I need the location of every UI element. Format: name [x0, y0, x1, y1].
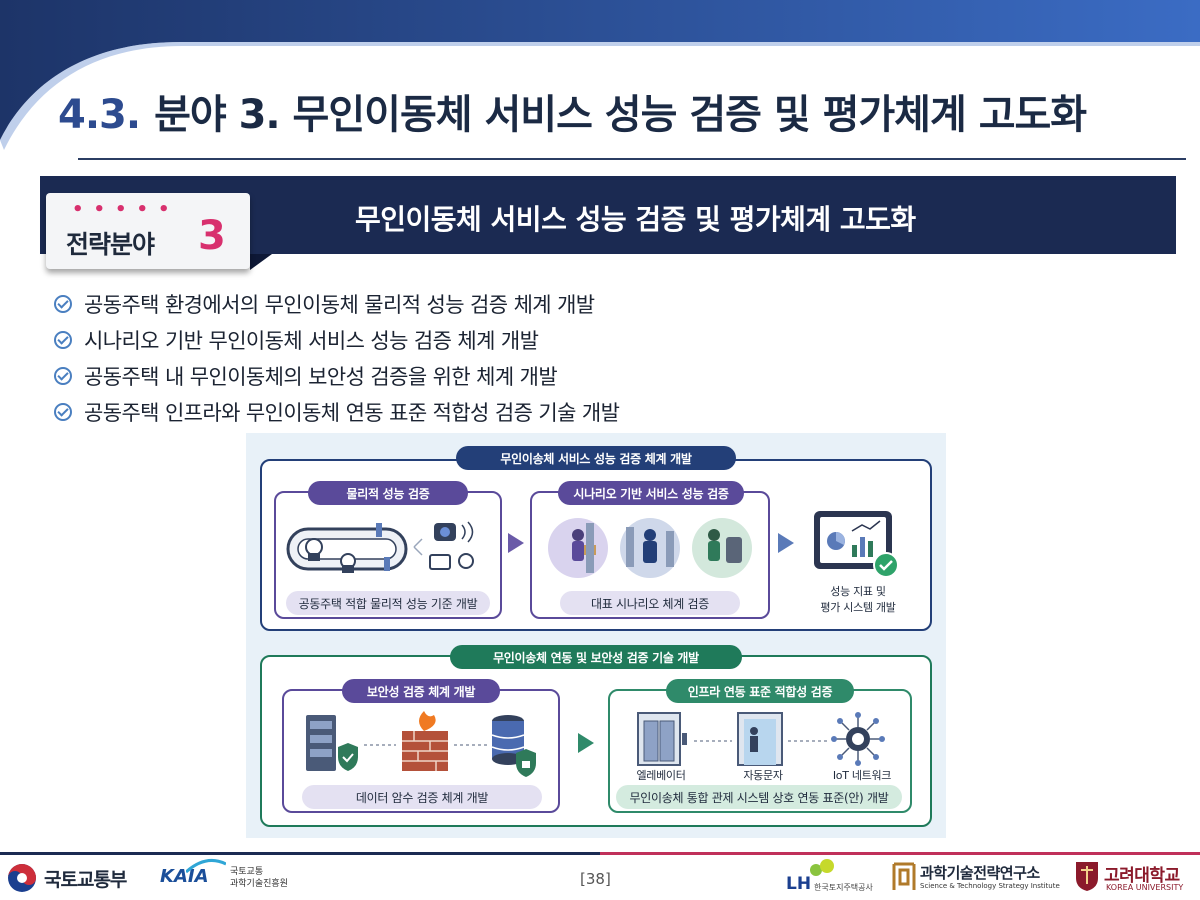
org-kaia-logo: KAIA: [160, 866, 209, 887]
infra-title: 인프라 연동 표준 적합성 검증: [666, 679, 854, 703]
lh-dots-icon: [810, 859, 834, 876]
tag-dots: •••••: [72, 199, 180, 220]
bullet-item: 공동주택 환경에서의 무인이동체 물리적 성능 검증 체계 개발: [54, 286, 954, 322]
scenario-title: 시나리오 기반 서비스 성능 검증: [558, 481, 744, 505]
security-icons: [306, 711, 536, 777]
check-circle-icon: [54, 403, 72, 421]
page-title: 4.3. 분야 3. 무인이동체 서비스 성능 검증 및 평가체계 고도화: [58, 82, 1087, 140]
security-caption: 데이터 암수 검증 체계 개발: [302, 785, 542, 809]
footer: 국토교통부 KAIA 국토교통 과학기술진흥원 [38] LH 한국토지주택공사…: [0, 856, 1200, 900]
taegeuk-logo-icon: [8, 864, 36, 892]
footer-line-red: [600, 852, 1200, 855]
org-ku-sub: KOREA UNIVERSITY: [1106, 883, 1184, 892]
org-molit: 국토교통부: [44, 869, 127, 891]
security-title: 보안성 검증 체계 개발: [342, 679, 500, 703]
bullet-item: 시나리오 기반 무인이동체 서비스 성능 검증 체계 개발: [54, 322, 954, 358]
check-circle-icon: [54, 295, 72, 313]
result-caption-1: 성능 지표 및: [830, 585, 886, 598]
scenario-caption: 대표 시나리오 체계 검증: [560, 591, 740, 615]
banner-title: 무인이동체 서비스 성능 검증 및 평가체계 고도화: [355, 203, 916, 236]
bullet-item: 공동주택 내 무인이동체의 보안성 검증을 위한 체계 개발: [54, 358, 954, 394]
banner-fold: [250, 254, 272, 270]
infra-icons: [637, 712, 885, 766]
section-title: 분야 3. 무인이동체 서비스 성능 검증 및 평가체계 고도화: [154, 92, 1087, 138]
page-number: [38]: [580, 870, 611, 888]
stsi-logo-icon: [892, 862, 916, 890]
infra-item-elevator: 엘레베이터: [636, 769, 686, 782]
kaia-swoosh-icon: [186, 858, 226, 874]
arrow-right-icon: [778, 533, 794, 553]
strategy-tag: ••••• 전략분야 3: [46, 193, 250, 269]
infographic: 무인이송체 서비스 성능 검증 체계 개발 물리적 성능 검증 공동주택 적합 …: [246, 433, 946, 838]
scenario-people-icon: [548, 518, 752, 578]
infra-item-auto-door: 자동문자: [743, 769, 783, 782]
header-swoosh: [0, 0, 1200, 150]
bullet-item: 공동주택 인프라와 무인이동체 연동 표준 적합성 검증 기술 개발: [54, 394, 954, 430]
tablet-chart-icon: [814, 511, 899, 578]
check-circle-icon: [54, 367, 72, 385]
bullet-text: 시나리오 기반 무인이동체 서비스 성능 검증 체계 개발: [84, 329, 539, 353]
check-circle-icon: [54, 331, 72, 349]
bullet-text: 공동주택 인프라와 무인이동체 연동 표준 적합성 검증 기술 개발: [84, 401, 620, 425]
bullet-list: 공동주택 환경에서의 무인이동체 물리적 성능 검증 체계 개발 시나리오 기반…: [54, 286, 954, 430]
korea-univ-crest-icon: [1076, 862, 1098, 891]
physical-title: 물리적 성능 검증: [308, 481, 468, 505]
org-lh-logo: LH: [786, 874, 812, 894]
title-divider: [78, 158, 1186, 160]
tag-number: 3: [198, 213, 226, 259]
bullet-text: 공동주택 내 무인이동체의 보안성 검증을 위한 체계 개발: [84, 365, 558, 389]
infra-item-iot: IoT 네트워크: [832, 769, 892, 782]
org-ku-name: 고려대학교: [1104, 866, 1180, 886]
org-stsi-name: 과학기술전략연구소: [920, 864, 1040, 882]
bullet-text: 공동주택 환경에서의 무인이동체 물리적 성능 검증 체계 개발: [84, 293, 595, 317]
robot-track-icon: [286, 521, 474, 573]
org-kaia-line1: 국토교통: [230, 867, 264, 877]
arrow-right-icon: [508, 533, 524, 553]
bottom-panel-title: 무인이송체 연동 및 보안성 검증 기술 개발: [450, 645, 742, 669]
footer-line-navy: [0, 852, 600, 855]
section-number: 4.3.: [58, 92, 141, 138]
infra-caption: 무인이송체 통합 관제 시스템 상호 연동 표준(안) 개발: [616, 785, 902, 809]
top-panel-title: 무인이송체 서비스 성능 검증 체계 개발: [456, 446, 736, 470]
physical-caption: 공동주택 적합 물리적 성능 기준 개발: [286, 591, 490, 615]
arrow-right-icon: [578, 733, 594, 753]
org-stsi-sub: Science & Technology Strategy Institute: [920, 882, 1060, 890]
org-kaia-line2: 과학기술진흥원: [230, 879, 288, 889]
org-lh-name: 한국토지주택공사: [814, 883, 873, 892]
result-caption-2: 평가 시스템 개발: [820, 601, 896, 614]
tag-label: 전략분야: [66, 230, 155, 259]
